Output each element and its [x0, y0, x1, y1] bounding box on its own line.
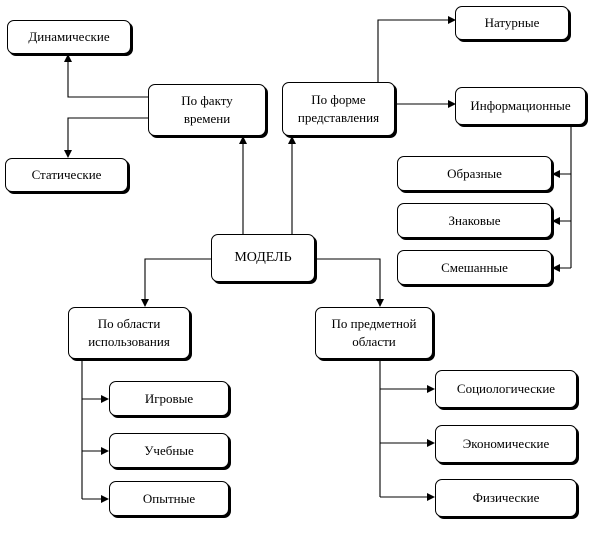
node-by-usage: По области использования [68, 307, 190, 359]
node-educational: Учебные [109, 433, 229, 468]
node-by-form-label: По форме представления [297, 92, 380, 125]
node-experimental-label: Опытные [142, 490, 196, 506]
node-figurative: Образные [397, 156, 552, 191]
node-dynamic: Динамические [7, 20, 131, 54]
node-by-usage-label: По области использования [88, 316, 170, 349]
node-dynamic-label: Динамические [28, 29, 110, 45]
node-figurative-label: Образные [447, 165, 502, 181]
node-by-form: По форме представления [282, 82, 395, 136]
node-model: МОДЕЛЬ [211, 234, 315, 282]
node-mixed: Смешанные [397, 250, 552, 285]
node-informational-label: Информационные [470, 98, 571, 114]
node-sign: Знаковые [397, 203, 552, 238]
node-by-subject: По предметной области [315, 307, 433, 359]
node-economic-label: Экономические [462, 436, 550, 452]
node-educational-label: Учебные [144, 442, 194, 458]
node-model-label: МОДЕЛЬ [234, 249, 292, 265]
node-static: Статические [5, 158, 128, 192]
node-by-time-label: По факту времени [181, 93, 233, 126]
node-by-time: По факту времени [148, 84, 266, 136]
node-game: Игровые [109, 381, 229, 416]
node-informational: Информационные [455, 87, 586, 125]
node-economic: Экономические [435, 425, 577, 463]
node-game-label: Игровые [144, 390, 194, 406]
node-experimental: Опытные [109, 481, 229, 516]
node-sociological: Социологические [435, 370, 577, 408]
link-by-form-natural [377, 16, 456, 82]
node-physical: Физические [435, 479, 577, 517]
node-physical-label: Физические [472, 490, 540, 506]
link-by-time-static [64, 117, 148, 158]
node-by-subject-label: По предметной области [331, 316, 417, 349]
node-static-label: Статические [31, 167, 102, 183]
link-root-by-usage [141, 258, 211, 307]
node-natural-label: Натурные [484, 15, 540, 31]
link-root-by-subject [315, 258, 384, 307]
node-mixed-label: Смешанные [441, 259, 508, 275]
node-sociological-label: Социологические [456, 381, 556, 397]
node-sign-label: Знаковые [448, 212, 501, 228]
link-by-time-dynamic [64, 54, 148, 98]
node-natural: Натурные [455, 6, 569, 40]
